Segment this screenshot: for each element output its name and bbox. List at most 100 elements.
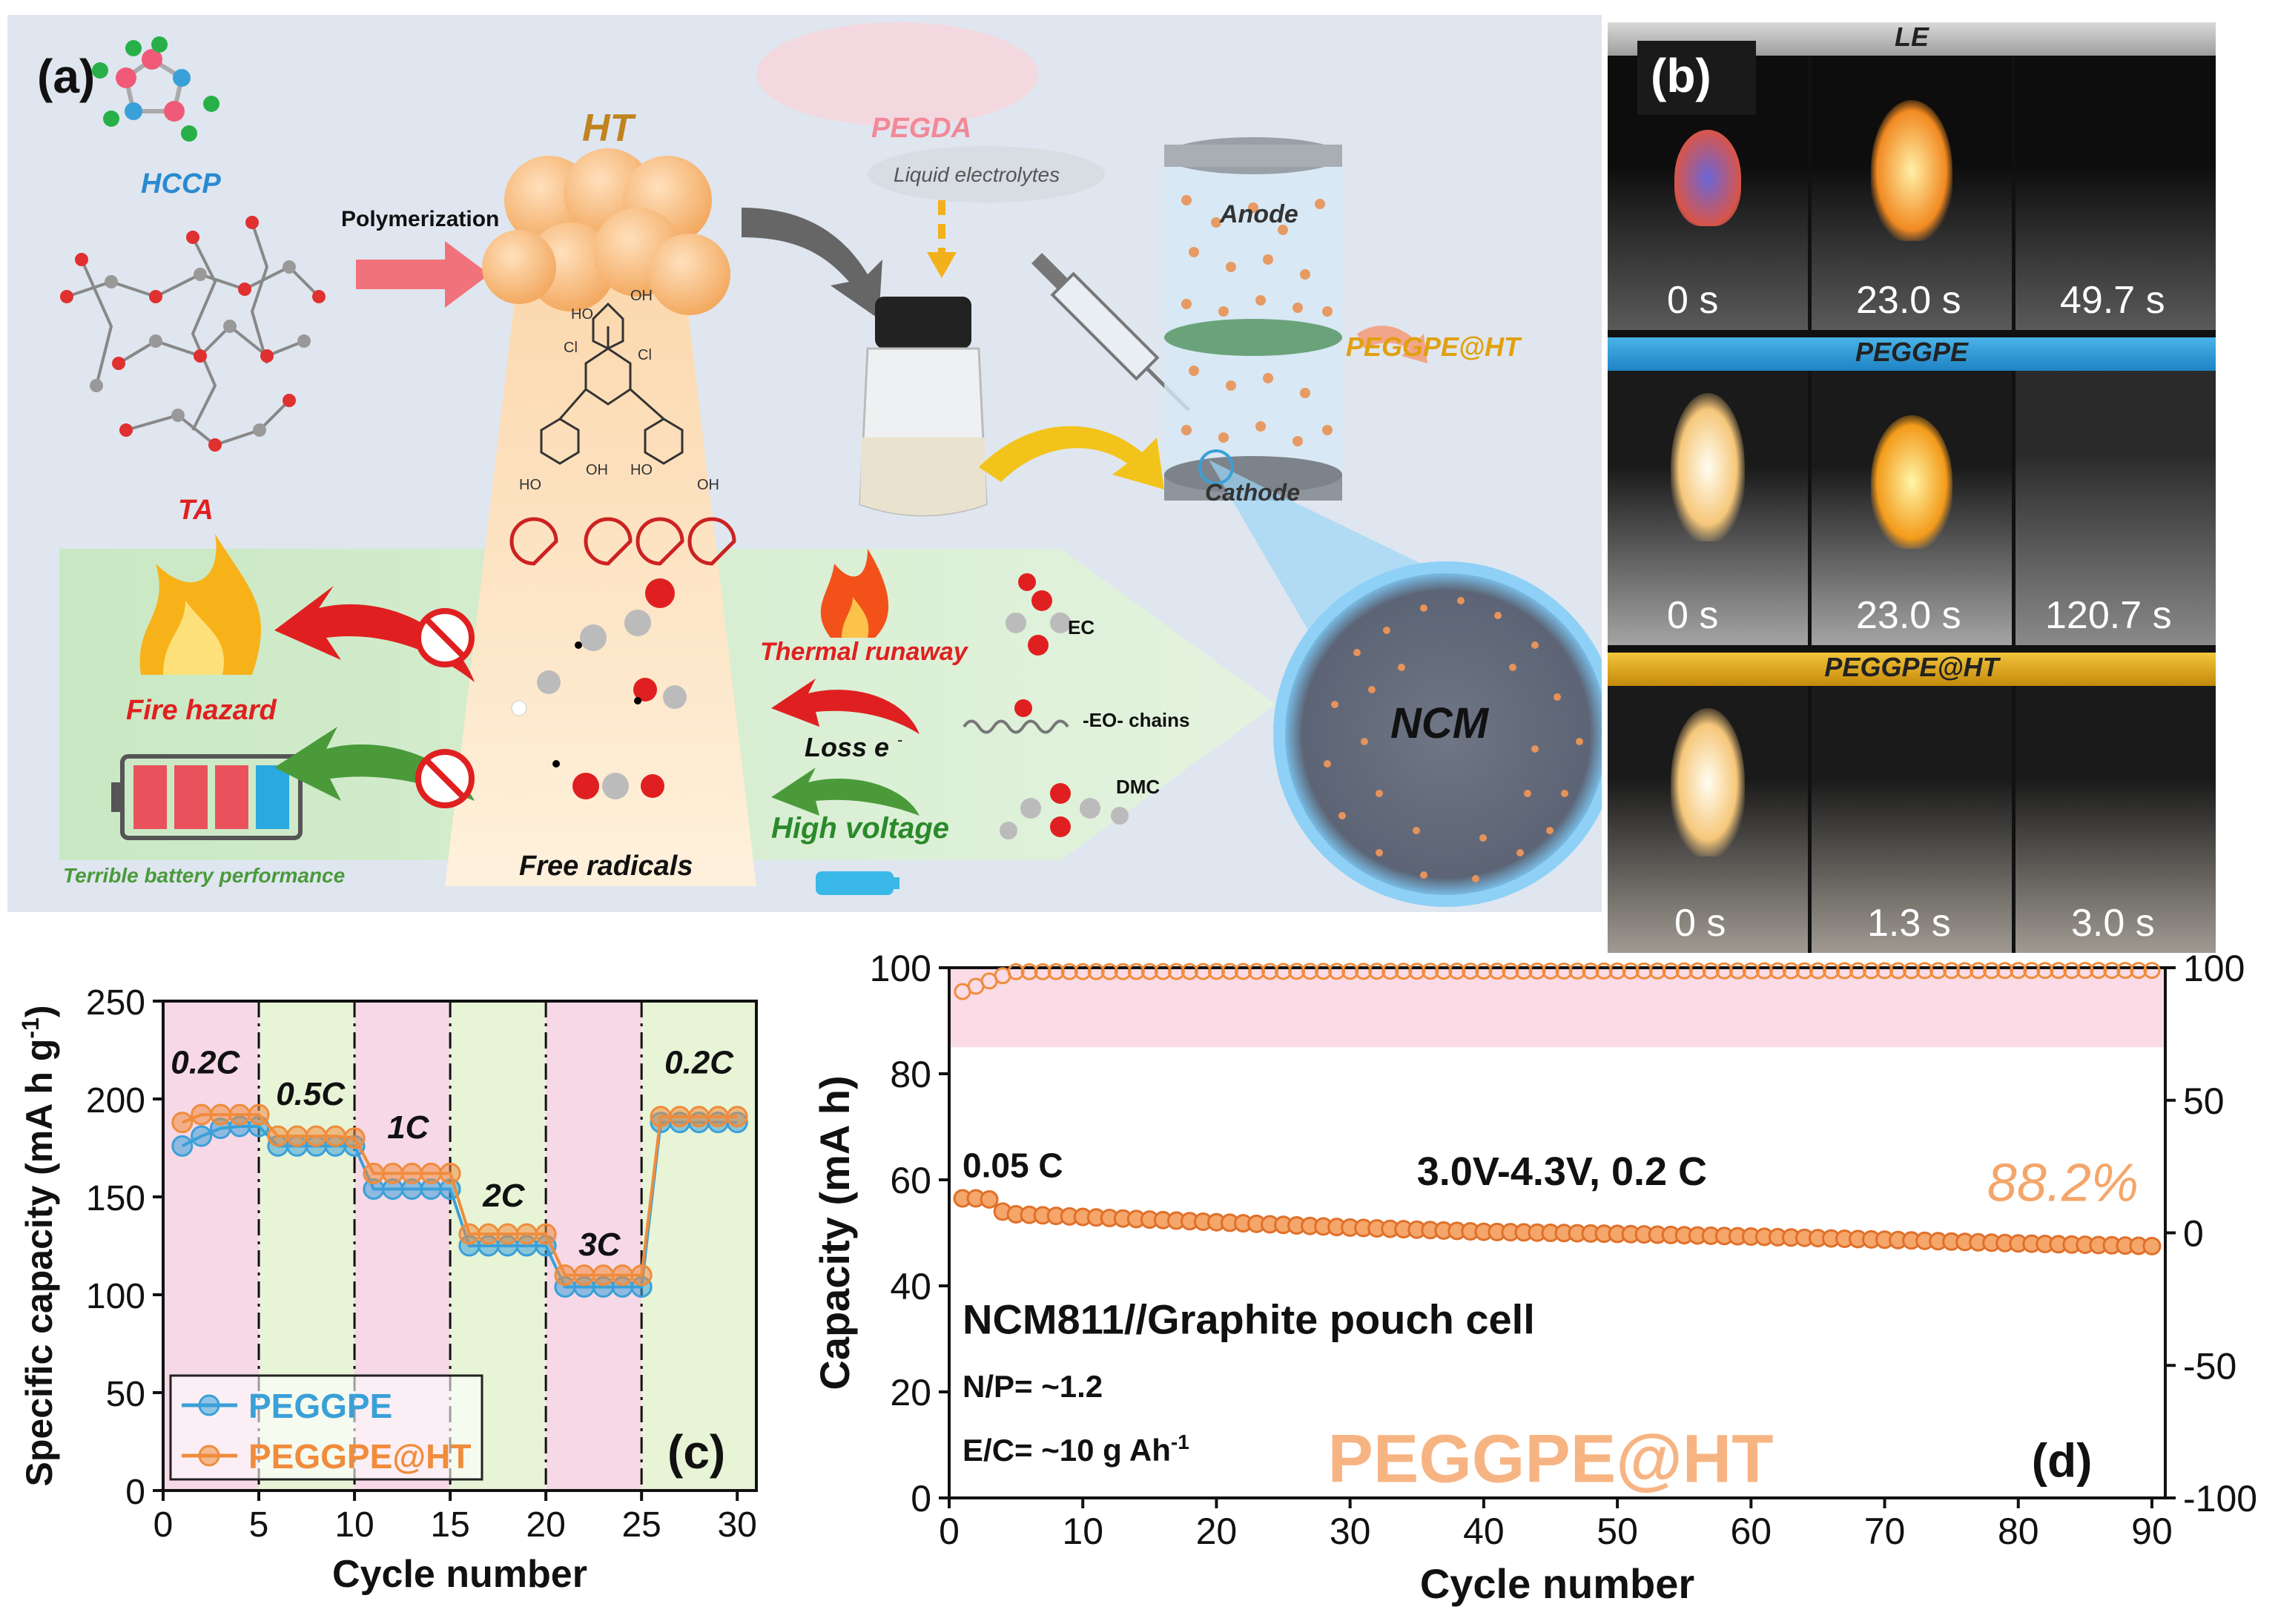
ce-point — [1167, 963, 1185, 980]
ce-point — [1795, 962, 1813, 980]
data-point — [650, 1106, 672, 1128]
ce-point — [1488, 963, 1506, 980]
ce-point — [1702, 962, 1720, 980]
ce-point — [1970, 962, 1987, 980]
ce-point — [1475, 963, 1493, 980]
capacity-point — [2142, 1236, 2162, 1255]
ce-point — [1408, 963, 1426, 980]
ec-ratio-label: E/C= ~10 g Ah-1 — [963, 1430, 1189, 1468]
thermal-runaway-label: Thermal runaway — [760, 638, 969, 666]
data-point — [439, 1162, 461, 1184]
ce-point — [1876, 962, 1894, 980]
rate-label: 0.2C — [171, 1045, 240, 1081]
polymerization-label: Polymerization — [341, 207, 499, 231]
data-point — [286, 1125, 308, 1147]
data-point — [478, 1223, 500, 1245]
legend-marker — [198, 1445, 220, 1467]
ce-point — [1301, 963, 1319, 980]
free-radicals-label: Free radicals — [519, 851, 693, 882]
eo-chain — [963, 699, 1069, 734]
photo-le-2: 49.7 s — [2015, 56, 2216, 330]
fire-hazard-icon — [139, 534, 261, 675]
svg-text:OH: OH — [586, 462, 608, 478]
y-tick-label: 150 — [86, 1179, 145, 1218]
x-tick-label: 10 — [1062, 1511, 1103, 1552]
ce-point — [1074, 963, 1092, 980]
x-tick-label: 25 — [621, 1505, 661, 1545]
row-peggpe-ht: PEGGPE@HT 0 s 1.3 s 3.0 s — [1608, 653, 2216, 953]
ce-point — [1595, 962, 1613, 980]
rate-label: 0.5C — [276, 1076, 346, 1112]
photo-le-1: 23.0 s — [1812, 56, 2012, 330]
time-le-0: 0 s — [1667, 279, 1719, 322]
svg-text:HO: HO — [571, 306, 593, 323]
data-point — [497, 1223, 519, 1245]
data-point — [209, 1103, 231, 1126]
y-tick-label: 0 — [911, 1478, 931, 1519]
y-tick-label: 40 — [890, 1266, 931, 1307]
x-tick-label: 30 — [717, 1505, 756, 1545]
watermark-label: PEGGPE@HT — [1328, 1422, 1774, 1497]
ce-point — [1448, 963, 1466, 980]
yellow-dashed-arrow — [927, 200, 957, 278]
liquid-electrolytes-label: Liquid electrolytes — [894, 163, 1060, 186]
panel-b-label-box: (b) — [1637, 41, 1756, 115]
x-tick-label: 50 — [1597, 1511, 1638, 1552]
ce-point — [1688, 962, 1706, 980]
rate-region — [641, 1001, 756, 1491]
ce-point — [1662, 962, 1680, 980]
ht-label: HT — [582, 107, 637, 150]
free-radical-molecules — [511, 578, 687, 799]
y-tick-label: 200 — [86, 1081, 145, 1120]
radical-pacman-icons — [509, 517, 736, 566]
polymerization-arrow — [356, 241, 489, 308]
prohibit-icon-2 — [415, 749, 475, 808]
svg-text:OH: OH — [630, 288, 653, 304]
peggpe-ht-arrow — [1357, 326, 1427, 363]
ce-point — [1381, 963, 1399, 980]
ce-point — [1782, 962, 1800, 980]
ce-point — [1007, 963, 1025, 980]
data-point — [191, 1103, 213, 1126]
data-point — [630, 1264, 653, 1287]
x-tick-label: 30 — [1330, 1511, 1371, 1552]
ce-point — [1207, 963, 1225, 980]
y-tick-label: 80 — [890, 1054, 931, 1095]
peggpe-ht-label: PEGGPE@HT — [1346, 331, 1522, 362]
liquid-electrolytes-cloud — [868, 146, 1105, 202]
data-point — [611, 1264, 633, 1287]
prohibit-icon-1 — [415, 608, 475, 667]
ce-point — [1261, 963, 1279, 980]
y2-tick-label: 50 — [2183, 1080, 2225, 1122]
legend-marker — [198, 1394, 220, 1416]
svg-text:Cl: Cl — [638, 347, 652, 363]
y2-tick-label: 100 — [2183, 948, 2245, 989]
row-le-title: LE — [1894, 22, 1929, 52]
ce-point — [1608, 962, 1626, 980]
data-point — [458, 1223, 481, 1245]
ce-point — [1929, 962, 1947, 980]
row-peggpe-title: PEGGPE — [1855, 337, 1969, 367]
yellow-arrow — [979, 426, 1164, 489]
bottle-icon — [859, 297, 988, 517]
ta-atoms — [60, 216, 326, 452]
chart-c-frame — [162, 1000, 758, 1492]
ce-point — [1435, 963, 1453, 980]
flame-icon — [820, 549, 889, 638]
ce-point — [1582, 962, 1599, 980]
y-tick-label: 60 — [890, 1160, 931, 1201]
ncm-sphere — [1283, 571, 1609, 897]
dmc-molecule — [1000, 783, 1129, 839]
ce-point — [1568, 962, 1586, 980]
rate-region — [546, 1001, 642, 1491]
fire-hazard-label: Fire hazard — [126, 695, 277, 726]
data-point — [592, 1264, 615, 1287]
rate-start-label: 0.05 C — [963, 1146, 1063, 1184]
panel-c-label: (c) — [667, 1425, 725, 1479]
y2-tick-label: -50 — [2183, 1345, 2236, 1387]
